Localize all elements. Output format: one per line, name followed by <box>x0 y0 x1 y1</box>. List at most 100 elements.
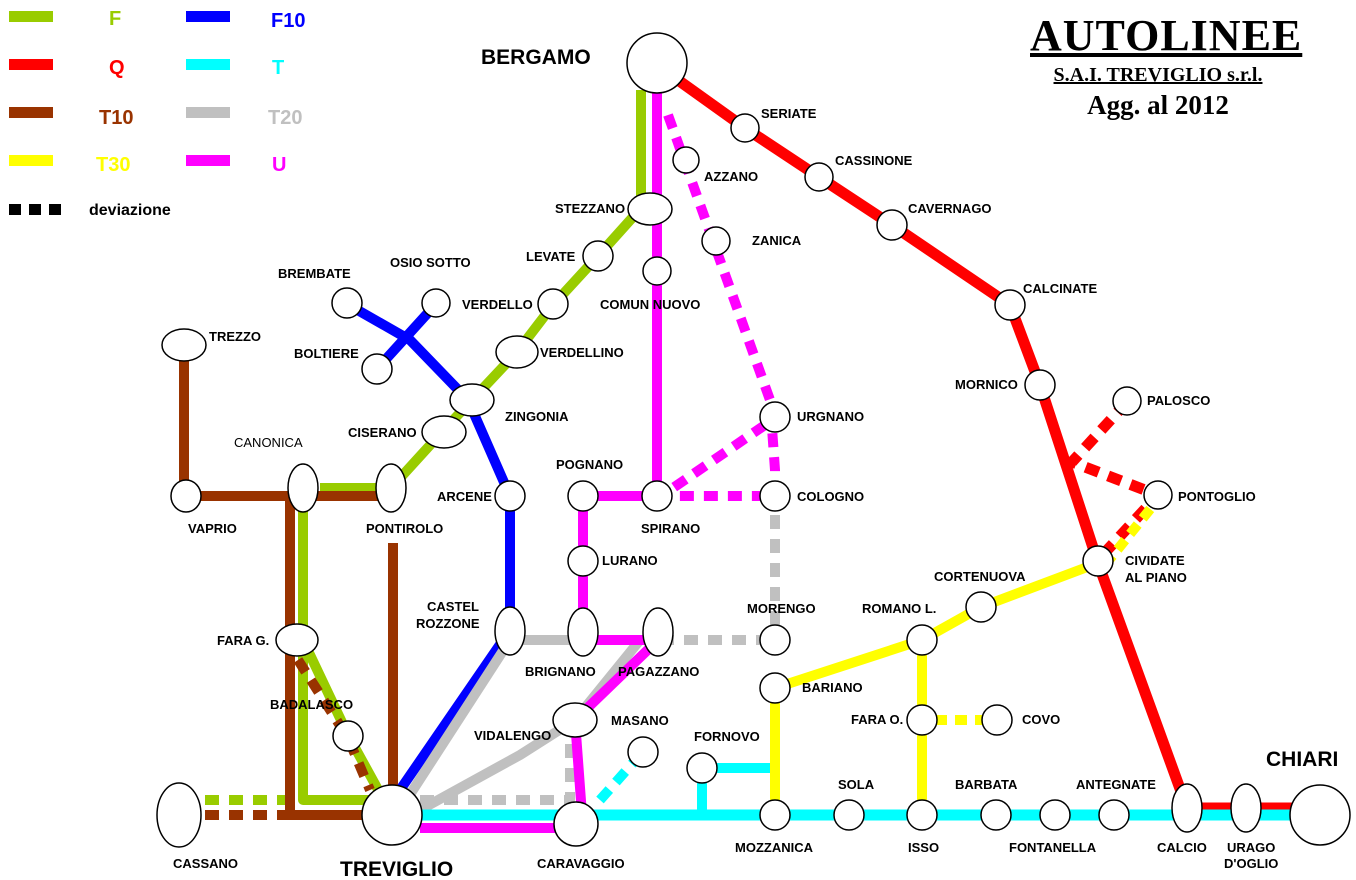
stop-labels: BERGAMO SERIATE AZZANO CASSINONE STEZZAN… <box>173 46 1338 880</box>
stop-caravaggio[interactable] <box>553 801 599 847</box>
stop-castel-rozzone[interactable] <box>494 606 526 656</box>
label-castel-1: CASTEL <box>427 599 479 614</box>
stop-morengo[interactable] <box>759 624 791 656</box>
label-badalasco: BADALASCO <box>270 697 353 712</box>
stop-brembate[interactable] <box>331 287 363 319</box>
route-q-deviation <box>1066 398 1164 564</box>
stop-sola[interactable] <box>833 799 865 831</box>
label-chiari: CHIARI <box>1266 748 1338 771</box>
stop-cortenuova[interactable] <box>965 591 997 623</box>
stop-cassano[interactable] <box>156 782 202 848</box>
label-cologno: COLOGNO <box>797 489 864 504</box>
label-brignano: BRIGNANO <box>525 664 596 679</box>
stop-pontoglio[interactable] <box>1143 480 1173 510</box>
stop-verdellino[interactable] <box>495 335 539 369</box>
stop-seriate[interactable] <box>730 113 760 143</box>
label-isso: ISSO <box>908 840 939 855</box>
stop-chiari[interactable] <box>1289 784 1351 846</box>
stop-stezzano[interactable] <box>627 192 673 226</box>
label-cortenuova: CORTENUOVA <box>934 569 1026 584</box>
label-fornovo: FORNOVO <box>694 729 760 744</box>
label-vidalengo: VIDALENGO <box>474 728 551 743</box>
stop-masano[interactable] <box>627 736 659 768</box>
legend-label-t20: T20 <box>268 107 303 129</box>
stop-boltiere[interactable] <box>361 353 393 385</box>
stop-cividate[interactable] <box>1082 545 1114 577</box>
label-cassano: CASSANO <box>173 856 238 871</box>
label-brembate: BREMBATE <box>278 266 351 281</box>
stop-spirano[interactable] <box>641 480 673 512</box>
stop-romano[interactable] <box>906 624 938 656</box>
label-vaprio: VAPRIO <box>188 521 237 536</box>
label-cassinone: CASSINONE <box>835 153 913 168</box>
stop-lurano[interactable] <box>567 545 599 577</box>
stop-zanica[interactable] <box>701 226 731 256</box>
stop-cologno[interactable] <box>759 480 791 512</box>
stop-markers <box>156 32 1351 848</box>
stop-arcene[interactable] <box>494 480 526 512</box>
stop-pagazzano[interactable] <box>642 607 674 657</box>
stop-urago[interactable] <box>1230 783 1262 833</box>
stop-covo[interactable] <box>981 704 1013 736</box>
stop-ciserano[interactable] <box>421 415 467 449</box>
stop-vaprio[interactable] <box>170 479 202 513</box>
stop-fara-g[interactable] <box>275 623 319 657</box>
label-covo: COVO <box>1022 712 1060 727</box>
stop-verdello[interactable] <box>537 288 569 320</box>
stop-zingonia[interactable] <box>449 383 495 417</box>
stop-bariano[interactable] <box>759 672 791 704</box>
route-u-deviation <box>663 113 780 501</box>
label-cavernago: CAVERNAGO <box>908 201 992 216</box>
label-cividate-1: CIVIDATE <box>1125 553 1185 568</box>
label-pontirolo: PONTIROLO <box>366 521 443 536</box>
stop-badalasco[interactable] <box>332 720 364 752</box>
label-osio-sotto: OSIO SOTTO <box>390 255 471 270</box>
stop-treviglio[interactable] <box>361 784 423 846</box>
stop-cavernago[interactable] <box>876 209 908 241</box>
label-pontoglio: PONTOGLIO <box>1178 489 1256 504</box>
legend-label-f: F <box>109 8 122 30</box>
stop-levate[interactable] <box>582 240 614 272</box>
stop-pognano[interactable] <box>567 480 599 512</box>
stop-calcinate[interactable] <box>994 289 1026 321</box>
legend-swatch-t10 <box>9 107 53 118</box>
stop-mornico[interactable] <box>1024 369 1056 401</box>
stop-brignano[interactable] <box>567 607 599 657</box>
legend-swatch-q <box>9 59 53 70</box>
stop-vidalengo[interactable] <box>552 702 598 738</box>
stop-fara-o[interactable] <box>906 704 938 736</box>
stop-fontanella[interactable] <box>1039 799 1071 831</box>
stop-isso[interactable] <box>906 799 938 831</box>
legend-deviation-swatch <box>9 204 61 215</box>
label-zingonia: ZINGONIA <box>505 409 569 424</box>
stop-barbata[interactable] <box>980 799 1012 831</box>
stop-palosco[interactable] <box>1112 386 1142 416</box>
stop-cassinone[interactable] <box>804 162 834 192</box>
stop-canonica[interactable] <box>287 463 319 513</box>
stop-urgnano[interactable] <box>759 401 791 433</box>
stop-azzano[interactable] <box>672 146 700 174</box>
stop-osio-sotto[interactable] <box>421 288 451 318</box>
legend-label-q: Q <box>109 57 125 79</box>
label-verdellino: VERDELLINO <box>540 345 624 360</box>
label-azzano: AZZANO <box>704 169 758 184</box>
stop-antegnate[interactable] <box>1098 799 1130 831</box>
stop-comun-nuovo[interactable] <box>642 256 672 286</box>
stop-trezzo[interactable] <box>161 328 207 362</box>
title-block: AUTOLINEE S.A.I. TREVIGLIO s.r.l. Agg. a… <box>1030 11 1303 121</box>
stop-bergamo[interactable] <box>626 32 688 94</box>
label-trezzo: TREZZO <box>209 329 261 344</box>
legend-swatch-t <box>186 59 230 70</box>
title-main: AUTOLINEE <box>1030 11 1303 60</box>
stop-fornovo[interactable] <box>686 752 718 784</box>
stop-calcio[interactable] <box>1171 783 1203 833</box>
label-antegnate: ANTEGNATE <box>1076 777 1156 792</box>
stop-mozzanica[interactable] <box>759 799 791 831</box>
legend-label-f10: F10 <box>271 10 306 32</box>
stop-pontirolo[interactable] <box>375 463 407 513</box>
label-mozzanica: MOZZANICA <box>735 840 814 855</box>
label-stezzano: STEZZANO <box>555 201 625 216</box>
label-ciserano: CISERANO <box>348 425 417 440</box>
legend-label-t: T <box>272 57 285 79</box>
